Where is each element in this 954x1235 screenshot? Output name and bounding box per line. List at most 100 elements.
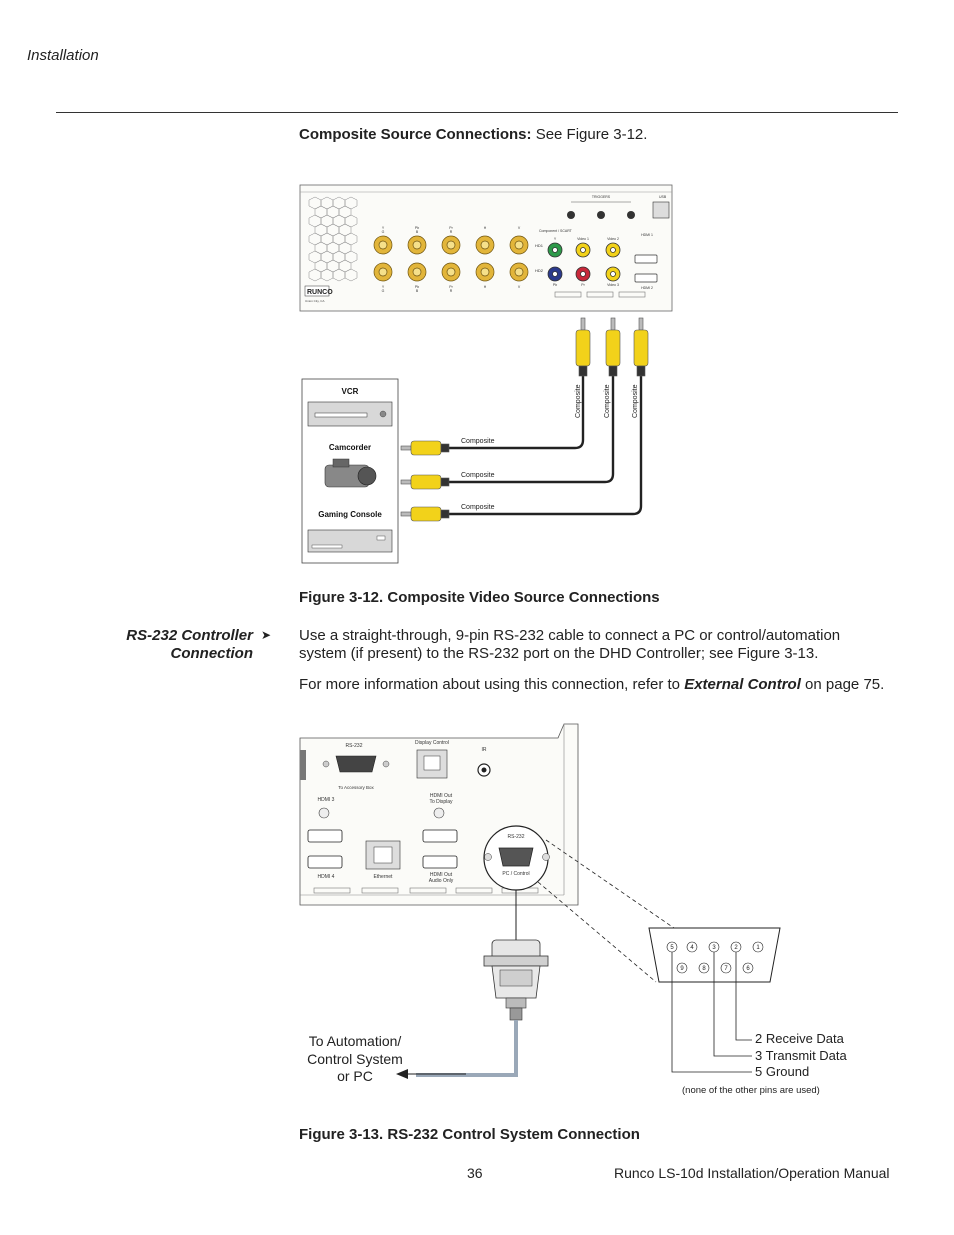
video2-label: Video 2 — [607, 237, 619, 241]
to-automation-line-1: To Automation/ — [308, 1033, 402, 1049]
para2-pre: For more information about using this co… — [299, 676, 685, 693]
display-control-label: Display Control — [415, 740, 449, 746]
hdmi4-label: HDMI 4 — [318, 874, 335, 880]
gaming-console-icon — [307, 529, 393, 553]
video1-label: Video 1 — [577, 237, 589, 241]
vertical-rca-plugs — [575, 317, 649, 377]
video3-label: Video 3 — [607, 283, 619, 287]
pin-notes: 2 Receive Data 3 Transmit Data 5 Ground — [755, 1031, 847, 1081]
svg-text:Composite: Composite — [461, 472, 495, 479]
svg-text:Composite: Composite — [575, 384, 582, 418]
brand-text: RUNCO — [307, 289, 333, 296]
svg-text:G: G — [382, 230, 385, 234]
svg-text:7: 7 — [724, 966, 728, 972]
composite-heading-bold: Composite Source Connections: — [299, 126, 532, 143]
figure-3-13-diagram: RS-232 To Accessory Box Display Control … — [299, 723, 781, 1079]
svg-text:8: 8 — [702, 966, 706, 972]
svg-text:Y: Y — [382, 226, 385, 230]
hdmi2-label: HDMI 2 — [641, 286, 653, 290]
svg-text:Pr: Pr — [449, 285, 453, 289]
rs232-paragraph-2: For more information about using this co… — [299, 676, 919, 694]
hd2-label: HD2 — [535, 268, 544, 273]
usb-label: USB — [659, 195, 667, 199]
svg-text:H: H — [484, 285, 487, 289]
rca-jacks — [547, 242, 621, 282]
pin-footnote: (none of the other pins are used) — [682, 1085, 820, 1096]
hdmi3-label: HDMI 3 — [318, 797, 335, 803]
svg-text:Pb: Pb — [415, 226, 419, 230]
component-scart-label: Component / SCART — [539, 229, 573, 233]
para2-post: on page 75. — [800, 676, 885, 693]
camcorder-icon — [324, 458, 377, 488]
zoom-dashed-lines — [537, 839, 675, 983]
arrow-left-icon — [396, 1069, 408, 1079]
vcr-label: VCR — [342, 387, 359, 396]
controller-back-panel: RUNCO Union City, CA Y Pb Pr H V G B R Y… — [299, 184, 673, 312]
svg-text:6: 6 — [746, 966, 750, 972]
hdmi-ports — [307, 829, 458, 869]
pin-note-transmit: 3 Transmit Data — [755, 1047, 847, 1063]
rs232-side-heading: RS-232 Controller Connection — [58, 627, 253, 663]
rs232-zoom-circle: RS-232 PC / Control — [483, 825, 550, 891]
pin-note-ground: 5 Ground — [755, 1064, 810, 1079]
to-automation-line-2: Control System — [307, 1050, 403, 1067]
runco-logo: RUNCO Union City, CA — [304, 285, 333, 303]
svg-text:5: 5 — [670, 945, 674, 951]
rs232-paragraph-1: Use a straight-through, 9-pin RS-232 cab… — [299, 627, 841, 662]
svg-text:Composite: Composite — [461, 504, 495, 511]
ethernet-label: Ethernet — [374, 874, 394, 880]
hdmi-out-audio-label-2: Audio Only — [429, 878, 454, 884]
svg-text:9: 9 — [680, 966, 684, 972]
horizontal-composite-labels: Composite Composite Composite — [461, 438, 495, 511]
svg-text:V: V — [518, 285, 521, 289]
hdmi-out-display-label-1: HDMI Out — [430, 793, 453, 799]
svg-text:Composite: Composite — [604, 384, 611, 418]
pc-control-label: PC / Control — [502, 871, 529, 877]
trigger-jacks — [567, 211, 635, 219]
camcorder-label: Camcorder — [329, 443, 371, 452]
svg-text:H: H — [484, 226, 487, 230]
pin-numbers: 5 4 3 2 1 9 8 7 6 — [670, 945, 760, 972]
pin-note-receive: 2 Receive Data — [755, 1031, 844, 1046]
panel-label-slots — [313, 887, 539, 894]
svg-text:1: 1 — [756, 945, 760, 951]
brand-sub-text: Union City, CA — [305, 299, 324, 303]
hd1-label: HD1 — [535, 243, 544, 248]
manual-title: Runco LS-10d Installation/Operation Manu… — [614, 1165, 890, 1181]
figure-3-13-caption: Figure 3-13. RS-232 Control System Conne… — [299, 1126, 640, 1143]
section-arrow-icon: ➤ — [261, 628, 272, 642]
composite-cables — [417, 375, 643, 516]
svg-text:3: 3 — [712, 945, 716, 951]
figure-3-12-diagram: RUNCO Union City, CA Y Pb Pr H V G B R Y… — [299, 184, 673, 564]
gaming-console-label: Gaming Console — [318, 510, 382, 519]
hdmi2-port — [634, 273, 658, 283]
svg-text:Pb: Pb — [415, 285, 419, 289]
vcr-icon — [307, 401, 393, 427]
rs232-side-heading-line2: Connection — [170, 645, 254, 662]
svg-text:V: V — [518, 226, 521, 230]
external-control-link[interactable]: External Control — [684, 676, 801, 693]
svg-text:2: 2 — [734, 945, 738, 951]
triggers-label: TRIGGERS — [592, 195, 611, 199]
panel-label-slots — [554, 291, 646, 298]
svg-text:R: R — [450, 289, 453, 293]
source-devices-box: VCR Camcorder Gaming Console — [301, 378, 399, 564]
ir-label: IR — [482, 747, 487, 753]
pr-label: Pr — [581, 283, 585, 287]
zoom-rs232-label: RS-232 — [508, 834, 525, 840]
bnc-column-labels: Y Pb Pr H V G B R Y Pb Pr H V G B R — [382, 226, 521, 293]
y-label: Y — [554, 237, 557, 241]
svg-text:Composite: Composite — [461, 438, 495, 445]
pb-label: Pb — [553, 283, 557, 287]
bnc-connectors — [373, 235, 529, 282]
hdmi-out-display-label-2: To Display — [429, 799, 453, 805]
to-automation-line-3: or PC — [337, 1068, 373, 1084]
rs232-side-heading-line1: RS-232 Controller — [126, 627, 253, 644]
svg-text:B: B — [416, 289, 419, 293]
to-accessory-label: To Accessory Box — [338, 785, 374, 790]
svg-text:R: R — [450, 230, 453, 234]
rs232-panel-label: RS-232 — [346, 743, 363, 749]
svg-text:Composite: Composite — [632, 384, 639, 418]
usb-port — [652, 201, 670, 219]
svg-text:B: B — [416, 230, 419, 234]
